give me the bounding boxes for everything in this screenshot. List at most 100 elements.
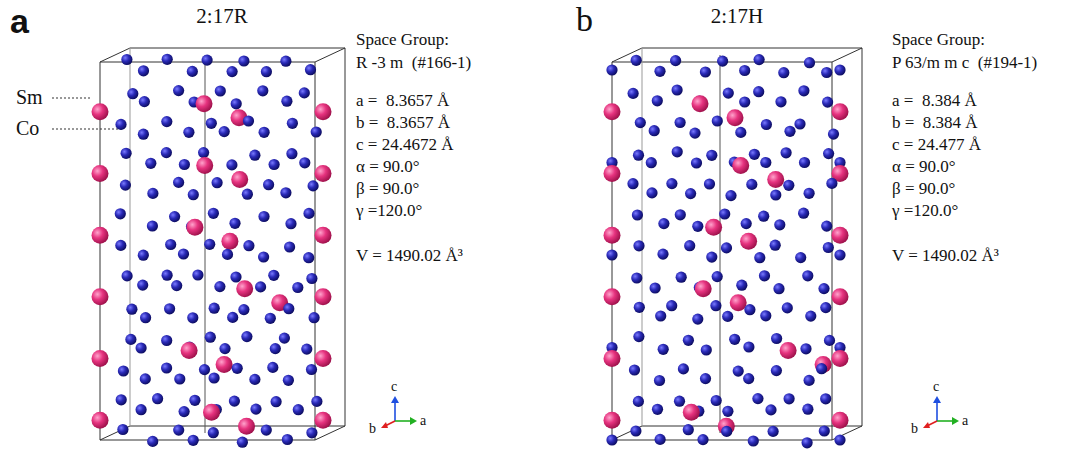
co-atom	[712, 115, 723, 126]
co-atom	[658, 218, 669, 229]
co-atom	[635, 117, 646, 128]
info-text: Space Group:	[892, 30, 985, 50]
axis-label: c	[933, 379, 939, 395]
co-atom	[710, 300, 721, 311]
co-atom	[138, 65, 149, 76]
sm-atom	[315, 350, 332, 367]
co-atom	[137, 280, 148, 291]
co-atom	[768, 426, 779, 437]
co-atom	[672, 146, 683, 157]
co-atom	[306, 427, 317, 438]
axis-label: a	[962, 413, 968, 429]
co-atom	[670, 55, 681, 66]
co-atom	[675, 209, 686, 220]
co-atom	[676, 272, 687, 283]
co-atom	[729, 334, 740, 345]
co-atom	[202, 55, 213, 66]
info-text: β = 90.0°	[356, 179, 419, 199]
info-text: V = 1490.02 Å³	[356, 246, 463, 266]
co-atom	[722, 311, 733, 322]
co-atom	[169, 211, 180, 222]
co-atom	[303, 208, 314, 219]
co-atom	[189, 395, 200, 406]
co-atom	[723, 88, 734, 99]
co-atom	[164, 303, 175, 314]
co-atom	[178, 248, 189, 259]
info-text: γ =120.0°	[892, 201, 958, 221]
co-atom	[147, 188, 158, 199]
info-text: b = 8.3657 Å	[356, 113, 450, 133]
co-atom	[744, 304, 755, 315]
co-atom	[819, 425, 830, 436]
co-atom	[255, 281, 266, 292]
sm-atom	[315, 103, 332, 120]
co-atom	[268, 270, 279, 281]
co-atom	[257, 85, 268, 96]
co-atom	[209, 372, 220, 383]
co-atom	[700, 66, 711, 77]
info-text: R -3 m (#166-1)	[356, 53, 471, 73]
co-atom	[187, 312, 198, 323]
co-atom	[798, 208, 809, 219]
co-atom	[222, 249, 233, 260]
sm-atom	[604, 350, 621, 367]
co-atom	[299, 157, 310, 168]
co-atom	[633, 396, 644, 407]
co-atom	[771, 333, 782, 344]
co-atom	[171, 280, 182, 291]
co-atom	[152, 393, 163, 404]
co-atom	[782, 302, 793, 313]
co-atom	[697, 434, 708, 445]
co-atom	[631, 55, 642, 66]
co-atom	[286, 148, 297, 159]
co-atom	[267, 362, 278, 373]
info-text: V = 1490.02 Å³	[892, 246, 999, 266]
co-atom	[721, 242, 732, 253]
co-atom	[746, 179, 757, 190]
co-atom	[199, 364, 210, 375]
sm-atom	[732, 157, 749, 174]
co-atom	[771, 365, 782, 376]
sm-atom	[181, 342, 198, 359]
co-atom	[721, 426, 732, 437]
sm-atom	[832, 103, 849, 120]
co-atom	[147, 436, 158, 447]
co-atom	[675, 117, 686, 128]
co-atom	[120, 180, 131, 191]
co-atom	[802, 437, 813, 448]
atoms	[92, 54, 849, 449]
co-atom	[292, 282, 303, 293]
axis-label: c	[391, 379, 397, 395]
co-atom	[299, 87, 310, 98]
co-atom	[628, 88, 639, 99]
sm-atom	[186, 219, 203, 236]
co-atom	[822, 97, 833, 108]
sm-atom	[92, 350, 109, 367]
co-atom	[754, 252, 765, 263]
co-atom	[823, 148, 834, 159]
co-atom	[689, 128, 700, 139]
co-atom	[179, 159, 190, 170]
co-atom	[179, 406, 190, 417]
co-atom	[265, 313, 276, 324]
co-atom	[263, 179, 274, 190]
info-text: γ =120.0°	[356, 201, 422, 221]
co-atom	[804, 57, 815, 68]
co-atom	[241, 331, 252, 342]
co-atom	[136, 404, 147, 415]
co-atom	[834, 434, 845, 445]
structure-title: 2:17H	[711, 4, 764, 28]
co-atom	[214, 281, 225, 292]
sm-atom	[727, 109, 744, 126]
co-atom	[672, 84, 683, 95]
panel-letter: b	[576, 0, 593, 39]
co-atom	[279, 333, 290, 344]
co-atom	[683, 335, 694, 346]
co-atom	[229, 396, 240, 407]
co-atom	[652, 95, 663, 106]
co-atom	[306, 364, 317, 375]
atom-label: Sm	[16, 86, 43, 109]
sm-atom	[315, 288, 332, 305]
co-atom	[683, 424, 694, 435]
co-atom	[749, 149, 760, 160]
